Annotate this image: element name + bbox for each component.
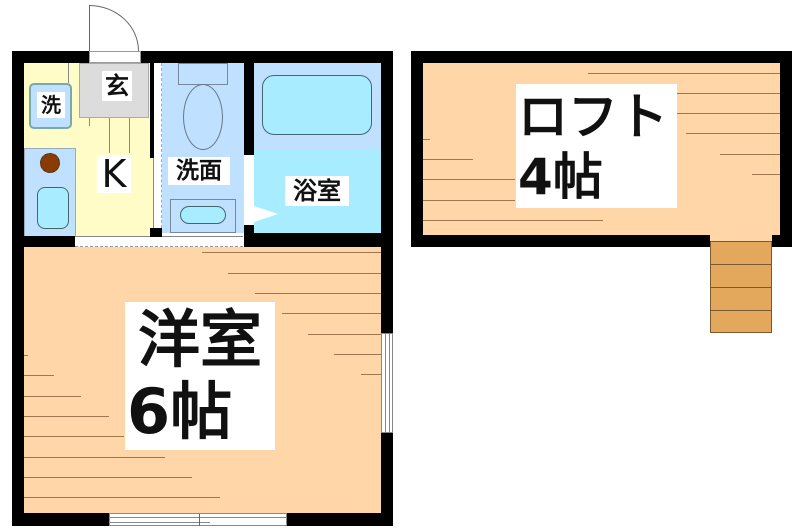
loft-wall-bottom-right [772, 235, 792, 247]
wall-kitchen-washroom [150, 63, 154, 158]
window-south [109, 513, 287, 526]
window-east [381, 333, 393, 433]
entrance-label: 玄 [102, 71, 132, 101]
floor-line [334, 354, 381, 355]
kitchen-room-opening [75, 236, 243, 247]
step-line [129, 118, 130, 153]
floor-line [202, 252, 381, 253]
floor-line [361, 374, 381, 375]
loft-label-line1: ロフト [518, 88, 668, 146]
wall-kitchen-bottom [12, 236, 75, 247]
western-room-label-line2: 6帖 [127, 375, 233, 448]
loft-label-box [516, 84, 677, 208]
wall-washroom-bath [244, 63, 254, 155]
bathroom-door-swing-icon [254, 206, 278, 222]
bathtub-icon [262, 75, 372, 135]
loft-stairs [710, 241, 772, 333]
floor-line [24, 477, 192, 478]
floor-line [24, 457, 165, 458]
sliding-door [153, 63, 162, 233]
floor-line [676, 93, 780, 94]
floor-line [282, 313, 381, 314]
entrance-door-opening [89, 51, 141, 63]
floor-line [24, 416, 109, 417]
floor-line [24, 355, 28, 356]
floor-line [423, 159, 473, 160]
toilet-tank-icon [178, 63, 228, 85]
bathroom-door [244, 155, 254, 233]
step-line [89, 118, 90, 126]
stove-burner-icon [40, 153, 60, 173]
partition-line [68, 63, 69, 83]
wall-top-right [141, 51, 393, 63]
wall-washroom-bath-lower [244, 225, 254, 235]
step-line [109, 118, 110, 153]
wall-right-lower [381, 433, 393, 526]
sink-icon [37, 187, 69, 229]
floor-line [423, 200, 515, 201]
loft-wall-left [411, 51, 423, 247]
floor-line [686, 133, 780, 134]
loft-wall-top [411, 51, 792, 63]
floor-line [24, 497, 220, 498]
floor-line [423, 179, 515, 180]
laundry-label: 洗 [37, 92, 65, 118]
washroom-label: 洗面 [168, 157, 230, 185]
floor-line [752, 174, 780, 175]
western-room-label-line1: 洋室 [137, 303, 262, 376]
floor-line [255, 293, 381, 294]
loft-label-line2: 4帖 [518, 148, 603, 206]
floor-line [676, 113, 780, 114]
floor-line [24, 396, 81, 397]
loft-wall-right [780, 51, 792, 247]
floor-line [24, 375, 54, 376]
floor-line [228, 273, 381, 274]
wall-right-upper [381, 51, 393, 333]
wash-basin-icon [180, 206, 226, 224]
wall-washroom-bottom-left [150, 228, 162, 237]
floor-line [423, 220, 603, 221]
floor-line [24, 436, 124, 437]
loft-wall-bottom-left [411, 235, 710, 247]
floor-line [308, 334, 381, 335]
bathroom-label: 浴室 [285, 176, 349, 206]
wall-bottom-left [12, 513, 109, 526]
entrance-door-swing [89, 5, 139, 51]
wall-bottom-right [287, 513, 393, 526]
western-room-label-box [125, 302, 275, 450]
wall-top-left [12, 51, 89, 63]
floor-line [588, 73, 780, 74]
toilet-bowl-icon [183, 84, 223, 150]
floor-line [720, 154, 780, 155]
kitchen-label: K [97, 155, 131, 193]
wall-bath-bottom [244, 233, 393, 247]
wall-left [12, 51, 24, 526]
floor-line [423, 139, 430, 140]
